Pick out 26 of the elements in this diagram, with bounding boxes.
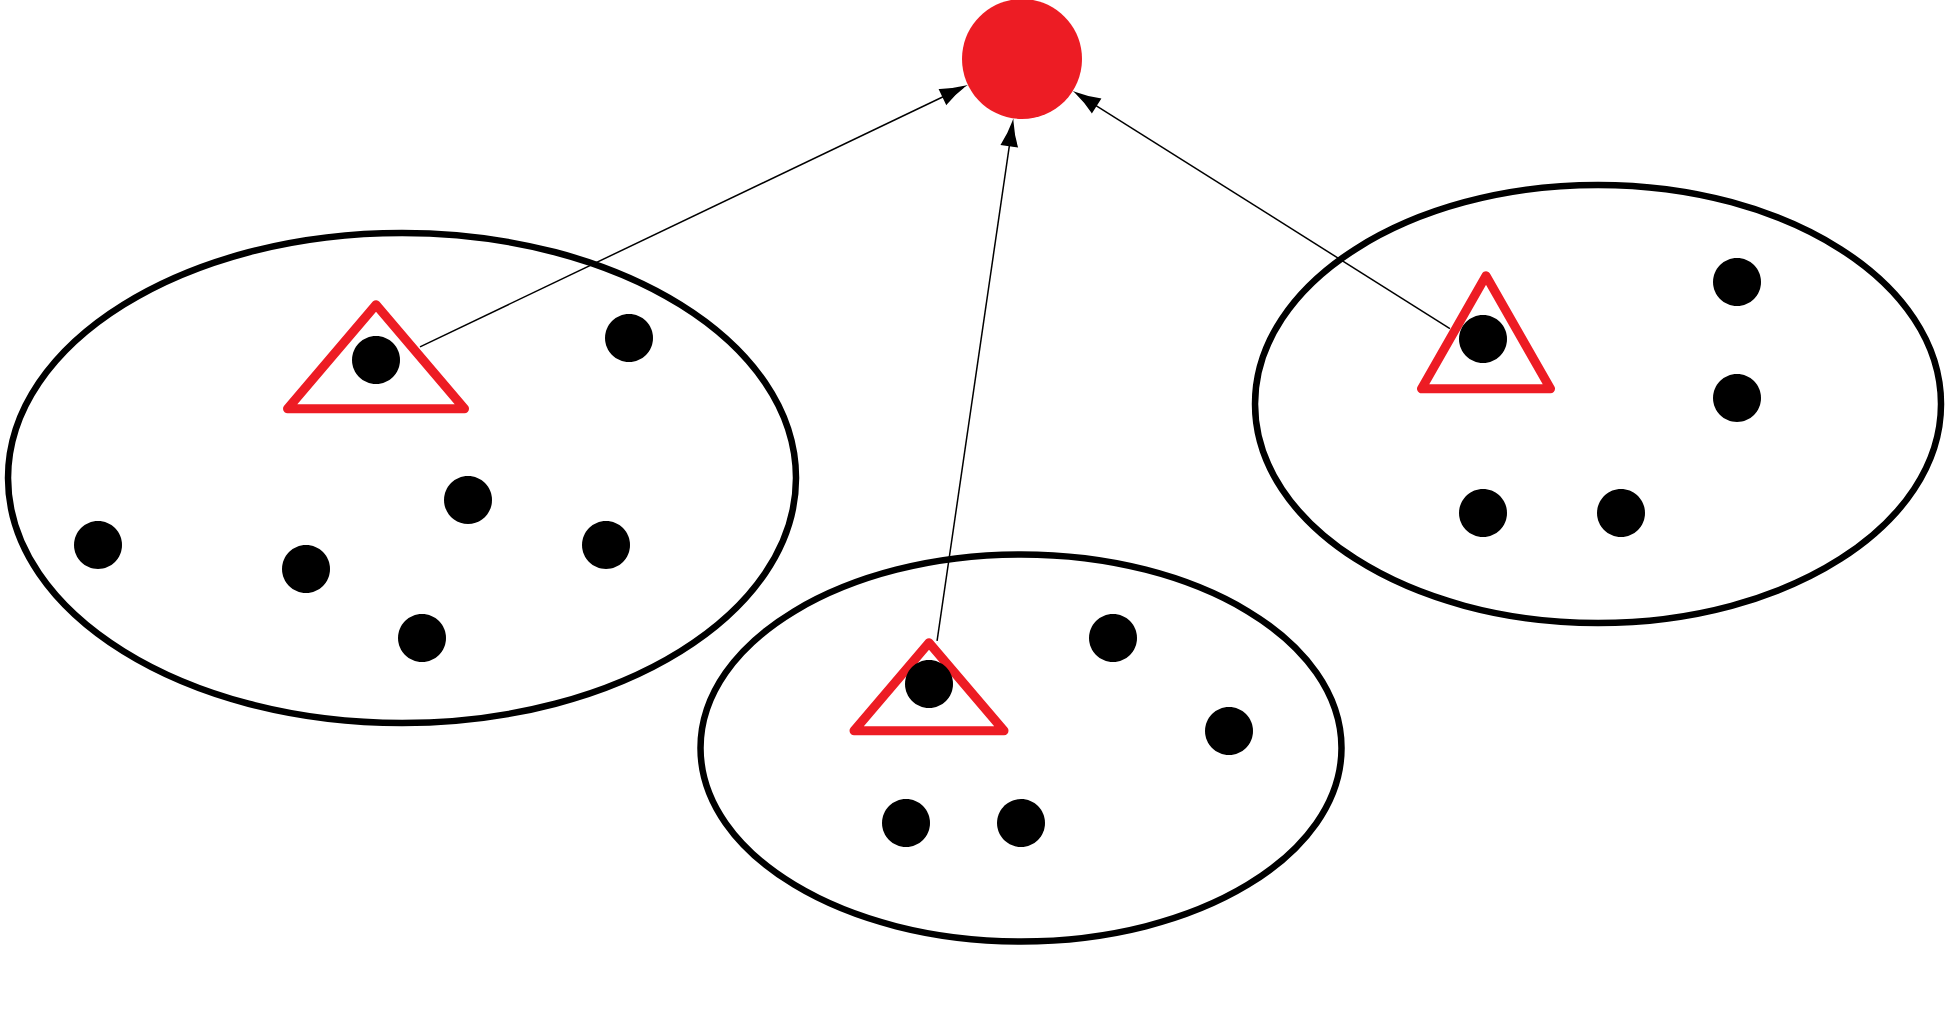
dot xyxy=(582,521,630,569)
dot xyxy=(444,476,492,524)
triangle-node xyxy=(283,300,469,414)
dot xyxy=(352,336,400,384)
arrow xyxy=(1075,92,1451,330)
cluster-ellipse xyxy=(4,229,800,727)
dot xyxy=(74,521,122,569)
dot xyxy=(398,614,446,662)
dot xyxy=(997,799,1045,847)
dot xyxy=(282,545,330,593)
dot xyxy=(882,799,930,847)
triangle-node xyxy=(1417,271,1555,394)
dot xyxy=(1205,707,1253,755)
dot xyxy=(1459,315,1507,363)
cluster-ellipse xyxy=(1251,181,1945,627)
cluster-ellipse xyxy=(697,551,1345,945)
dot xyxy=(605,314,653,362)
dot xyxy=(1459,489,1507,537)
dot xyxy=(1713,258,1761,306)
arrow xyxy=(936,121,1018,642)
dot xyxy=(1089,614,1137,662)
arrow xyxy=(419,85,966,348)
triangle-node xyxy=(849,638,1009,736)
dot xyxy=(1713,374,1761,422)
dot xyxy=(905,660,953,708)
dot xyxy=(1597,489,1645,537)
